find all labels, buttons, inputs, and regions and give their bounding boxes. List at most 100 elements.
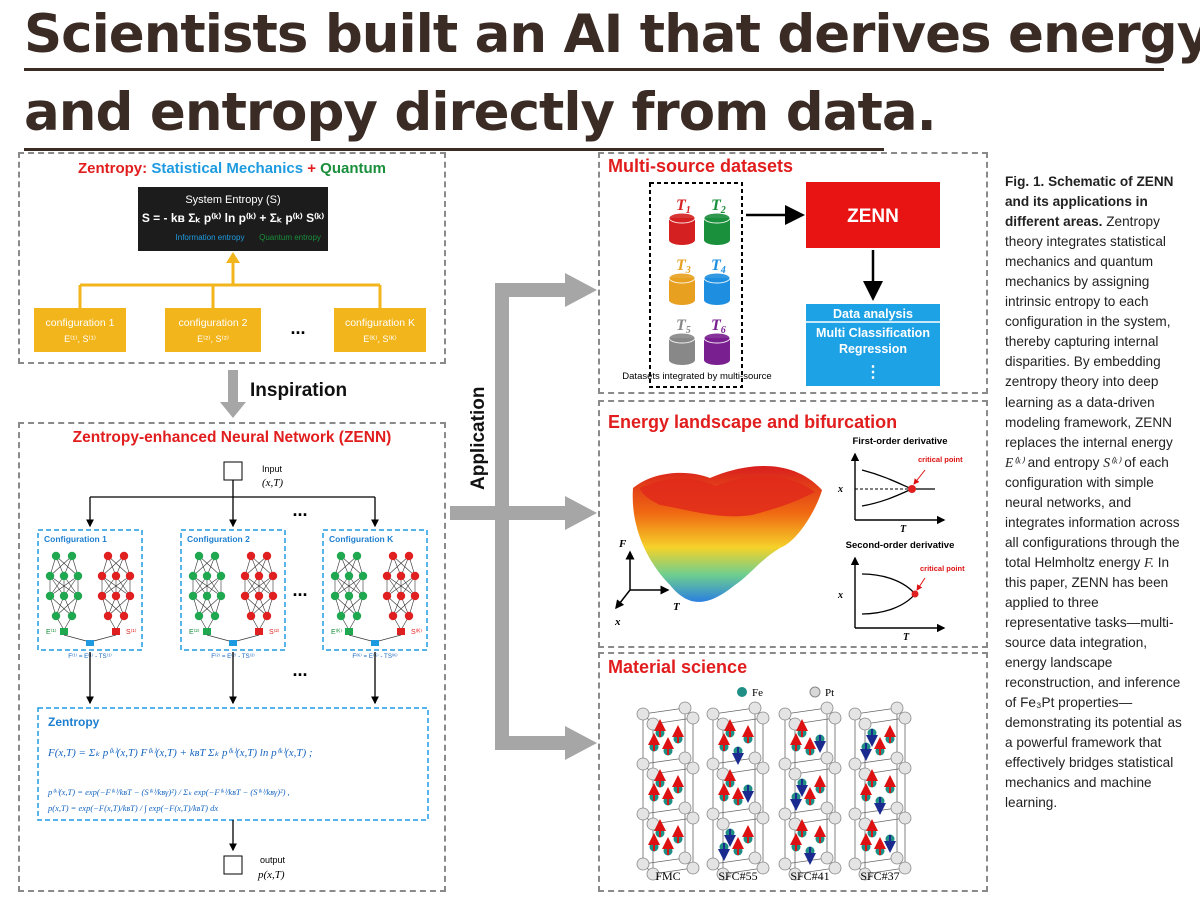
energy-surface xyxy=(632,465,822,602)
caption-body-3: of each configuration with simple neural… xyxy=(1005,454,1180,570)
zenn-top-ellipsis: ... xyxy=(292,500,307,520)
svg-text:configuration K: configuration K xyxy=(345,317,415,329)
lattice-2: SFC#55 xyxy=(706,701,770,883)
second-order-axis-x: x xyxy=(837,590,843,601)
lattice-label: FMC xyxy=(655,869,680,883)
pt-legend-label: Pt xyxy=(825,687,834,699)
zenn-panel xyxy=(18,422,446,892)
config-network-title: Configuration 1 xyxy=(44,534,107,544)
dataset-label: T6 xyxy=(711,317,726,336)
first-order-axis-x: x xyxy=(837,484,843,495)
figure-caption: Fig. 1. Schematic of ZENN and its applic… xyxy=(1005,172,1183,814)
zentropy-eq-title: Zentropy xyxy=(48,715,100,729)
input-label: Input xyxy=(262,464,283,474)
dataset-cylinder-5: T5 xyxy=(668,317,696,365)
caption-sym-s: S⁽ᵏ⁾ xyxy=(1103,454,1121,470)
config-box-2: configuration 2 E⁽²⁾, S⁽²⁾ xyxy=(165,308,261,352)
dataset-label: T1 xyxy=(676,197,691,216)
headline-rule-2 xyxy=(24,148,884,151)
svg-text:E⁽ᴷ⁾, S⁽ᴷ⁾: E⁽ᴷ⁾, S⁽ᴷ⁾ xyxy=(363,334,397,344)
zentropy-title: Zentropy: Statistical Mechanics + Quantu… xyxy=(78,160,386,177)
dataset-cylinder-6: T6 xyxy=(703,317,731,365)
entropy-formula: S = - kʙ Σₖ p⁽ᵏ⁾ ln p⁽ᵏ⁾ + Σₖ p⁽ᵏ⁾ S⁽ᵏ⁾ xyxy=(142,211,324,225)
dataset-label: T3 xyxy=(676,257,691,276)
caption-body-1: Zentropy theory integrates statistical m… xyxy=(1005,214,1173,450)
inspiration-arrow xyxy=(220,370,246,418)
dataset-cylinder-3: T3 xyxy=(668,257,696,305)
dataset-label: T5 xyxy=(676,317,691,336)
svg-text:configuration 1: configuration 1 xyxy=(46,317,115,329)
zentropy-eq-1: F(x,T) = Σₖ p⁽ᵏ⁾(x,T) F⁽ᵏ⁾(x,T) + kʙT Σₖ… xyxy=(47,747,313,759)
caption-body-2: and entropy xyxy=(1027,454,1100,470)
config-network-title: Configuration 2 xyxy=(187,534,250,544)
zenn-title: Zentropy-enhanced Neural Network (ZENN) xyxy=(73,429,392,446)
lattice-label: SFC#55 xyxy=(718,869,757,883)
analysis-box xyxy=(806,304,940,386)
multisource-panel xyxy=(598,152,988,394)
zenn-low-ellipsis: ... xyxy=(292,660,307,680)
caption-sym-f: F. xyxy=(1144,554,1154,570)
headline-line-1: Scientists built an AI that derives ener… xyxy=(24,4,1200,65)
first-order-label: First-order derivative xyxy=(852,436,947,447)
caption-label: Fig. 1. xyxy=(1005,174,1045,189)
caption-body-4: In this paper, ZENN has been applied to … xyxy=(1005,554,1182,811)
inspiration-label: Inspiration xyxy=(250,380,347,401)
lattice-4: SFC#37 xyxy=(848,701,912,883)
second-order-axis-T: T xyxy=(903,632,910,643)
dataset-cylinder-2: T2 xyxy=(703,197,731,245)
critical-point-label-1: critical point xyxy=(918,455,963,464)
output-node xyxy=(223,855,243,875)
analysis-item-3: ⋮ xyxy=(865,364,881,381)
first-order-plot xyxy=(850,452,946,525)
zentropy-eq-2a: p⁽ᵏ⁾(x,T) = exp(−F⁽ᵏ⁾/kʙT − (S⁽ᵏ⁾/kʙγ)²)… xyxy=(47,787,290,797)
lattice-label: SFC#41 xyxy=(790,869,829,883)
input-vars: (x,T) xyxy=(262,477,283,489)
zenn-mid-ellipsis: ... xyxy=(292,580,307,600)
application-arrows xyxy=(450,273,597,760)
config-energy-label: E⁽ᴷ⁾ xyxy=(331,628,342,636)
lattice-structures: FMC SFC#55 SFC#41 SFC#37 xyxy=(636,701,912,883)
second-order-label: Second-order derivative xyxy=(846,540,955,551)
config-ellipsis: ... xyxy=(290,318,305,338)
lattice-1: FMC xyxy=(636,701,700,883)
analysis-item-2: Regression xyxy=(839,342,907,356)
dataset-cylinder-4: T4 xyxy=(703,257,731,305)
config-networks: Configuration 1E⁽¹⁾S⁽¹⁾F⁽¹⁾ = E⁽¹⁾ - TS⁽… xyxy=(37,529,428,660)
critical-point-label-2: critical point xyxy=(920,564,965,573)
zentropy-eq-2b: p(x,T) = exp(−F(x,T)/kʙT) / ∫ exp(−F(x,T… xyxy=(47,803,218,814)
svg-text:configuration 2: configuration 2 xyxy=(179,317,248,329)
datasets-frame xyxy=(649,182,743,388)
axis-F: F xyxy=(618,538,627,550)
zenn-box-label: ZENN xyxy=(847,206,899,227)
svg-text:E⁽²⁾, S⁽²⁾: E⁽²⁾, S⁽²⁾ xyxy=(197,334,229,344)
config-box-k: configuration K E⁽ᴷ⁾, S⁽ᴷ⁾ xyxy=(334,308,426,352)
config-connectors xyxy=(78,262,382,308)
axis-x: x xyxy=(614,616,621,628)
material-panel xyxy=(598,652,988,892)
second-order-plot xyxy=(850,556,946,633)
analysis-item-1: Multi Classification xyxy=(816,326,930,340)
headline-line-2: and entropy directly from data. xyxy=(24,82,937,143)
config-network-2: Configuration 2E⁽²⁾S⁽²⁾F⁽²⁾ = E⁽²⁾ - TS⁽… xyxy=(180,529,286,660)
figure-canvas: Zentropy: Statistical Mechanics + Quantu… xyxy=(34,156,965,883)
config-entropy-label: S⁽²⁾ xyxy=(269,628,280,636)
input-connectors xyxy=(86,480,379,528)
quantum-entropy-label: Quantum entropy xyxy=(259,233,321,242)
config-energy-label: E⁽²⁾ xyxy=(189,628,200,636)
energy-title: Energy landscape and bifurcation xyxy=(608,412,897,432)
headline-rule-1 xyxy=(24,68,1164,71)
config-box-1: configuration 1 E⁽¹⁾, S⁽¹⁾ xyxy=(34,308,126,352)
dataset-cylinder-1: T1 xyxy=(668,197,696,245)
output-vars: p(x,T) xyxy=(257,869,285,881)
config-network-3: Configuration KE⁽ᴷ⁾S⁽ᴷ⁾F⁽ᴷ⁾ = E⁽ᴷ⁾ - TS⁽… xyxy=(322,529,428,660)
up-arrow-icon xyxy=(226,252,240,263)
dataset-label: T2 xyxy=(711,197,726,216)
zenn-box xyxy=(806,182,940,248)
caption-sym-e: E⁽ᵏ⁾ xyxy=(1005,454,1024,470)
config-energy-label: E⁽¹⁾ xyxy=(46,628,57,636)
lattice-label: SFC#37 xyxy=(860,869,899,883)
svg-text:E⁽¹⁾, S⁽¹⁾: E⁽¹⁾, S⁽¹⁾ xyxy=(64,334,96,344)
zentropy-panel xyxy=(18,152,446,364)
surface-axes xyxy=(615,550,670,610)
